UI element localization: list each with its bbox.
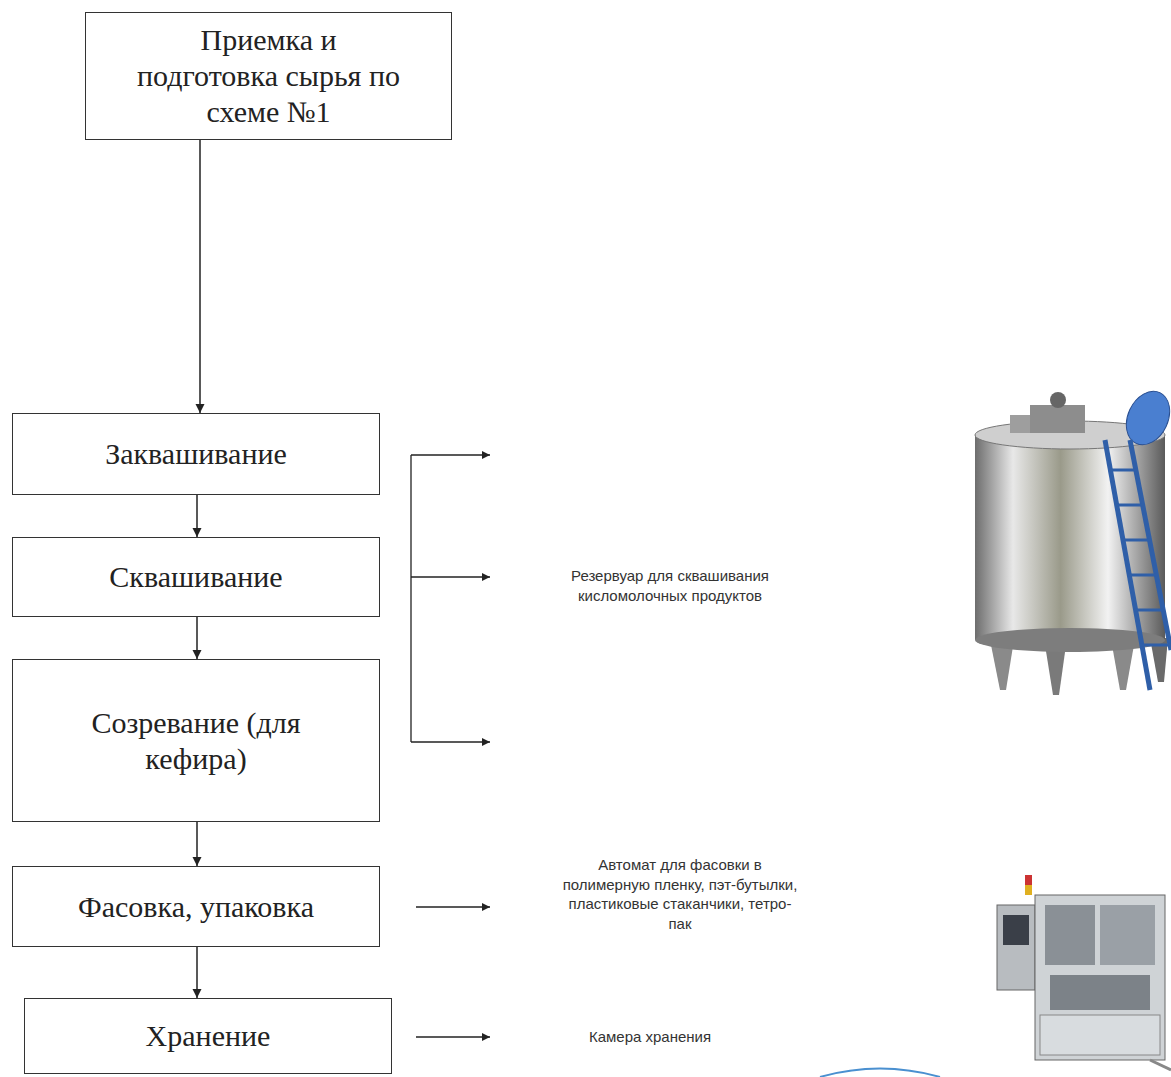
flow-arrow (196, 495, 198, 537)
flow-arrow (196, 617, 198, 659)
leader-arrow (411, 741, 490, 742)
leader-arrow (411, 576, 490, 577)
box-text: Хранение (146, 1018, 271, 1054)
box-text: Фасовка, упаковка (78, 889, 314, 925)
arc-fragment (820, 1069, 940, 1077)
text-holder: Хранение (146, 1018, 271, 1054)
bracket (411, 455, 490, 1037)
flow-arrow (196, 822, 198, 866)
box-text: Приемка и подготовка сырья по схеме №1 (135, 22, 403, 130)
equipment-label: Автомат для фасовки в полимерную пленку,… (560, 855, 800, 933)
flow-arrow (196, 947, 198, 998)
box-text: Заквашивание (105, 436, 287, 472)
text-holder: Фасовка, упаковка (78, 889, 314, 925)
filling-machine-picture (997, 875, 1171, 1070)
box-text: Сквашивание (109, 559, 282, 595)
process-box: Сквашивание (12, 537, 380, 617)
text-holder: Созревание (для кефира) (76, 705, 316, 777)
equipment-label: Резервуар для сквашивания кисломолочных … (540, 566, 800, 605)
process-box: Фасовка, упаковка (12, 866, 380, 947)
text-holder: Сквашивание (109, 559, 282, 595)
process-box: Хранение (24, 998, 392, 1074)
leader-arrow (411, 454, 490, 455)
leader-arrow (416, 1036, 490, 1037)
flow-arrow (199, 140, 201, 413)
box-text: Созревание (для кефира) (76, 705, 316, 777)
equipment-label: Камера хранения (560, 1027, 740, 1047)
process-box: Заквашивание (12, 413, 380, 495)
leader-arrow (416, 906, 490, 907)
tank-picture (975, 384, 1171, 695)
process-box: Созревание (для кефира) (12, 659, 380, 822)
text-holder: Заквашивание (105, 436, 287, 472)
process-box: Приемка и подготовка сырья по схеме №1 (85, 12, 452, 140)
text-holder: Приемка и подготовка сырья по схеме №1 (135, 22, 403, 130)
bracket-line (410, 455, 411, 742)
